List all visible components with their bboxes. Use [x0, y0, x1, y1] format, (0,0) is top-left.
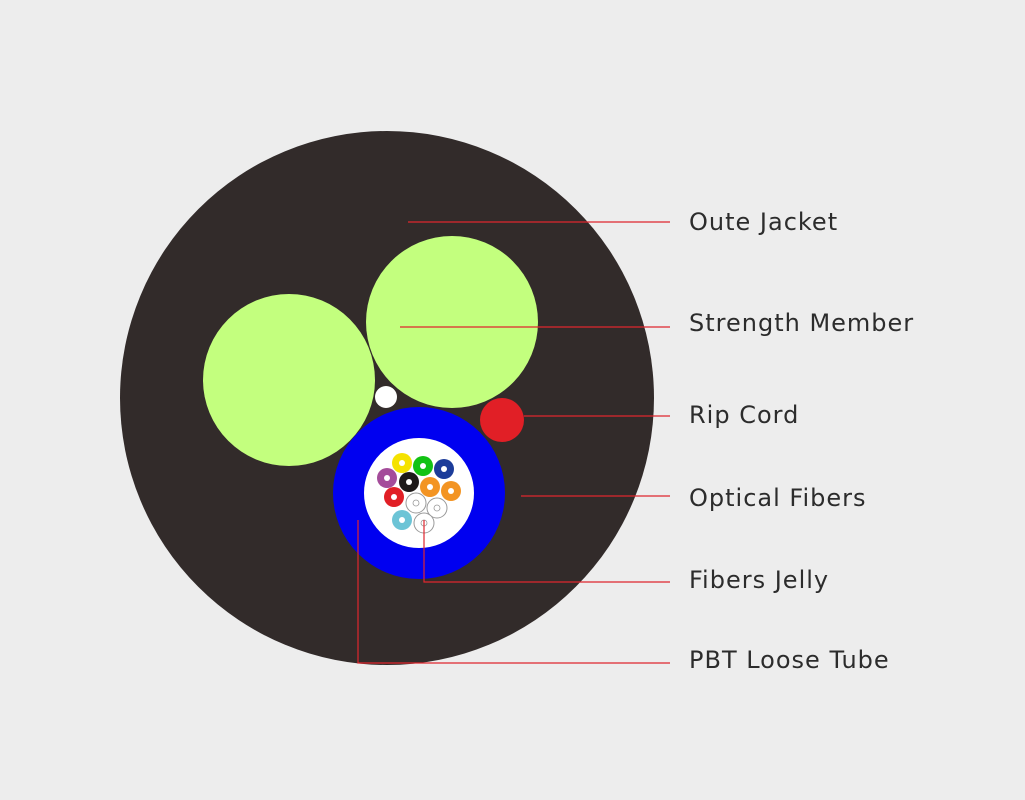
label-rip-cord: Rip Cord [689, 401, 800, 429]
strength-member-right [366, 236, 538, 408]
leader-line-fibers-jelly [423, 520, 670, 583]
optical-fiber-core [406, 479, 412, 485]
optical-fiber-core [441, 466, 447, 472]
optical-fiber-core [391, 494, 397, 500]
label-outer-jacket: Oute Jacket [689, 208, 839, 236]
label-pbt-loose-tube: PBT Loose Tube [689, 646, 890, 674]
optical-fiber-core [384, 475, 390, 481]
optical-fibers-group [377, 453, 461, 534]
optical-fiber-core [433, 504, 441, 512]
rip-cord [480, 398, 524, 442]
strength-member-left [203, 294, 375, 466]
optical-fiber-core [399, 460, 405, 466]
label-fibers-jelly: Fibers Jelly [689, 566, 830, 594]
label-strength-member: Strength Member [689, 309, 915, 337]
optical-fiber-core [448, 488, 454, 494]
optical-fiber-core [427, 484, 433, 490]
optical-fiber-core [412, 499, 420, 507]
filler-rod [375, 386, 397, 408]
label-optical-fibers: Optical Fibers [689, 484, 867, 512]
optical-fiber-core [399, 517, 405, 523]
leader-line-pbt-loose-tube [357, 520, 670, 664]
optical-fiber-core [420, 463, 426, 469]
